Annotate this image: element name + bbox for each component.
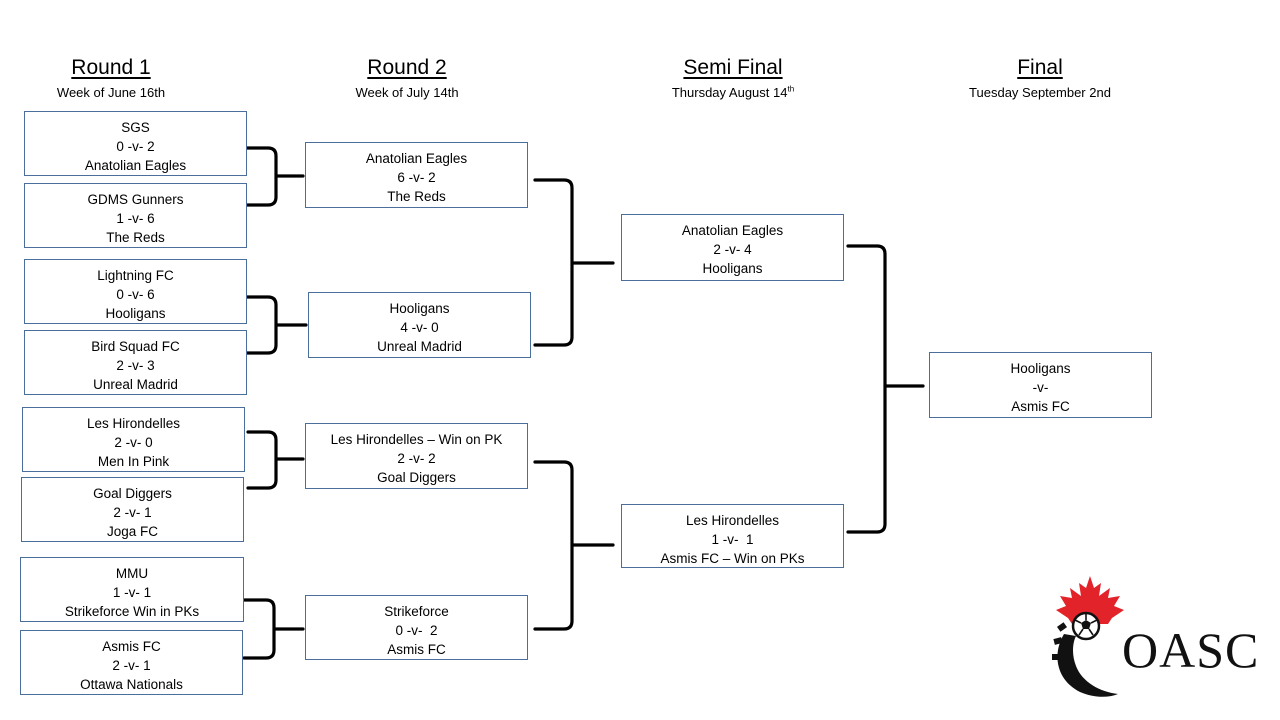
team-away: The Reds xyxy=(106,230,165,245)
match-score: 1 -v- 1 xyxy=(711,532,754,547)
semi-match-1: Anatolian Eagles 2 -v- 4 Hooligans xyxy=(621,214,844,281)
r1-match-3: Lightning FC 0 -v- 6 Hooligans xyxy=(24,259,247,324)
match-score: 6 -v- 2 xyxy=(397,170,436,185)
match-score: 1 -v- 6 xyxy=(116,211,155,226)
semi-match-2: Les Hirondelles 1 -v- 1 Asmis FC – Win o… xyxy=(621,504,844,568)
match-score: 0 -v- 2 xyxy=(395,623,438,638)
r2-match-3: Les Hirondelles – Win on PK 2 -v- 2 Goal… xyxy=(305,423,528,489)
semi-header: Semi Final Thursday August 14th xyxy=(652,55,814,101)
team-away: Asmis FC xyxy=(387,642,446,657)
team-away: Goal Diggers xyxy=(377,470,456,485)
match-score: 2 -v- 1 xyxy=(113,505,152,520)
team-home: Lightning FC xyxy=(97,268,174,283)
r1-match-4: Bird Squad FC 2 -v- 3 Unreal Madrid xyxy=(24,330,247,395)
bracket-r1-c xyxy=(246,430,305,490)
team-home: MMU xyxy=(115,566,149,581)
r1-match-6: Goal Diggers 2 -v- 1 Joga FC xyxy=(21,477,244,542)
team-home: Anatolian Eagles xyxy=(681,223,784,238)
match-score: 4 -v- 0 xyxy=(400,320,439,335)
team-away: Asmis FC – Win on PKs xyxy=(660,551,805,566)
team-home: Strikeforce xyxy=(384,604,449,619)
final-header: Final Tuesday September 2nd xyxy=(950,55,1130,101)
match-score: 2 -v- 3 xyxy=(116,358,155,373)
team-home: SGS xyxy=(121,120,150,135)
team-away: Unreal Madrid xyxy=(377,339,462,354)
r1-match-5: Les Hirondelles 2 -v- 0 Men In Pink xyxy=(22,407,245,472)
oasc-logo xyxy=(1052,576,1124,697)
round2-header: Round 2 Week of July 14th xyxy=(332,55,482,101)
semi-subtitle: Thursday August 14th xyxy=(652,85,814,101)
semi-subtitle-sup: th xyxy=(787,84,795,94)
team-away: Men In Pink xyxy=(97,454,170,469)
team-home: Les Hirondelles xyxy=(685,513,780,528)
r2-match-2: Hooligans 4 -v- 0 Unreal Madrid xyxy=(308,292,531,358)
match-score: -v- xyxy=(1032,380,1049,395)
team-home: Asmis FC xyxy=(102,639,161,654)
team-away: Joga FC xyxy=(106,524,159,539)
bracket-r1-d xyxy=(242,598,305,660)
r2-match-4: Strikeforce 0 -v- 2 Asmis FC xyxy=(305,595,528,660)
bracket-r1-a xyxy=(245,146,305,207)
bracket-semi xyxy=(846,244,925,534)
team-away: Hooligans xyxy=(105,306,166,321)
match-score: 0 -v- 6 xyxy=(116,287,155,302)
bracket-r2-b xyxy=(533,460,615,631)
r1-match-8: Asmis FC 2 -v- 1 Ottawa Nationals xyxy=(20,630,243,695)
maple-leaf-icon xyxy=(1056,576,1124,624)
round2-title: Round 2 xyxy=(367,56,447,79)
match-score: 2 -v- 4 xyxy=(713,242,752,257)
team-away: Asmis FC xyxy=(1011,399,1070,414)
team-away: Unreal Madrid xyxy=(93,377,178,392)
team-home: Hooligans xyxy=(1010,361,1071,376)
team-home: Goal Diggers xyxy=(93,486,172,501)
team-away: The Reds xyxy=(387,189,446,204)
semi-subtitle-main: Thursday August 14 xyxy=(671,85,788,100)
match-score: 0 -v- 2 xyxy=(116,139,155,154)
round1-header: Round 1 Week of June 16th xyxy=(40,55,182,101)
match-score: 2 -v- 2 xyxy=(397,451,436,466)
logo-wordmark: OASC xyxy=(1122,622,1260,678)
team-away: Ottawa Nationals xyxy=(80,677,183,692)
match-score: 2 -v- 0 xyxy=(114,435,153,450)
match-score: 1 -v- 1 xyxy=(112,585,152,600)
team-away: Anatolian Eagles xyxy=(84,158,187,173)
bracket-r2-a xyxy=(533,178,615,347)
r1-match-7: MMU 1 -v- 1 Strikeforce Win in PKs xyxy=(20,557,244,622)
round1-subtitle: Week of June 16th xyxy=(56,85,166,100)
r1-match-2: GDMS Gunners 1 -v- 6 The Reds xyxy=(24,183,247,248)
round1-title: Round 1 xyxy=(71,56,151,79)
team-home: Hooligans xyxy=(389,301,450,316)
r2-match-1: Anatolian Eagles 6 -v- 2 The Reds xyxy=(305,142,528,208)
bracket-r1-b xyxy=(245,295,308,355)
team-home: Les Hirondelles – Win on PK xyxy=(330,432,503,447)
team-home: Anatolian Eagles xyxy=(365,151,468,166)
match-score: 2 -v- 1 xyxy=(112,658,151,673)
round2-subtitle: Week of July 14th xyxy=(355,85,459,100)
final-match: Hooligans -v- Asmis FC xyxy=(929,352,1152,418)
final-subtitle: Tuesday September 2nd xyxy=(969,85,1111,100)
gear-arc-icon xyxy=(1057,634,1118,697)
team-away: Strikeforce Win in PKs xyxy=(64,604,200,619)
final-title: Final xyxy=(1017,56,1063,79)
team-home: Les Hirondelles xyxy=(86,416,181,431)
team-home: Bird Squad FC xyxy=(91,339,180,354)
team-home: GDMS Gunners xyxy=(87,192,184,207)
r1-match-1: SGS 0 -v- 2 Anatolian Eagles xyxy=(24,111,247,176)
team-away: Hooligans xyxy=(702,261,763,276)
semi-title: Semi Final xyxy=(683,56,783,79)
